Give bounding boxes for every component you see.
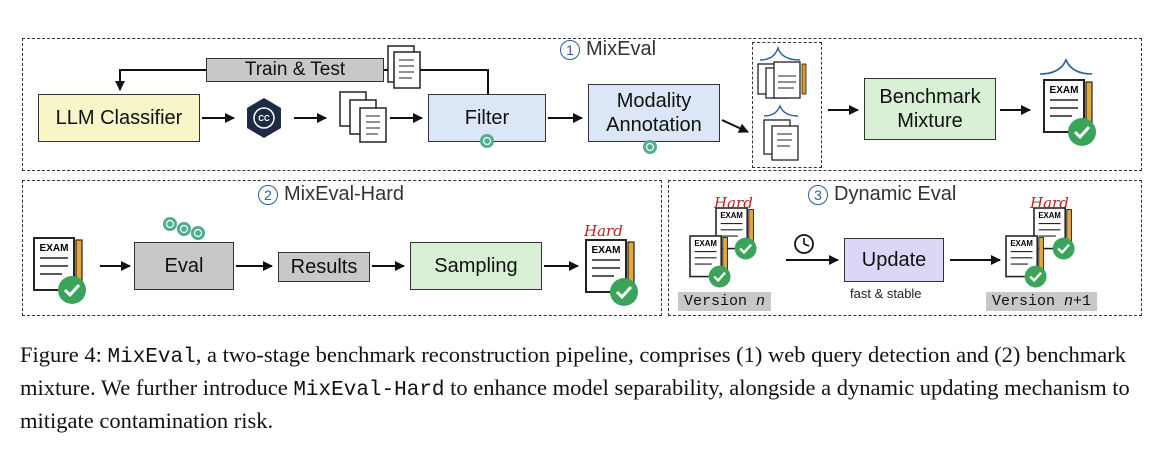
version-n-prefix: Version xyxy=(684,293,757,310)
version-n1-suffix: +1 xyxy=(1073,293,1092,310)
section-number-3: 3 xyxy=(808,184,828,205)
exam-icon-version-n1-front: EXAM xyxy=(1005,235,1047,288)
exam-icon-hard-output-check-icon xyxy=(610,278,638,306)
section-number-1: 1 xyxy=(560,39,580,60)
caption-text-2: to enhance model separability, alongside… xyxy=(20,375,1130,433)
exam-icon-hard-output: EXAM xyxy=(585,239,638,306)
fast-stable-label: fast & stable xyxy=(850,286,922,301)
exam-icon-version-n-front: EXAM xyxy=(689,235,731,288)
mixeval-hard-title-text: MixEval-Hard xyxy=(284,183,405,205)
caption-figure-label: Figure 4: xyxy=(20,342,108,367)
eval-node: Eval xyxy=(134,242,234,290)
version-n-tag: Version n xyxy=(678,292,772,311)
exam-icon-version-n1-front-check-icon xyxy=(1024,265,1047,288)
exam-icon-version-n-front-check-icon xyxy=(708,265,731,288)
train-test-label: Train & Test xyxy=(206,58,384,82)
dynamic-eval-title: 3 Dynamic Eval xyxy=(808,183,956,206)
llm-classifier-node: LLM Classifier xyxy=(38,94,200,142)
mixeval-hard-frame xyxy=(22,180,662,316)
exam-icon-version-n1-back: EXAM xyxy=(1033,207,1075,260)
hard-label-version-n1: Hard xyxy=(1030,194,1069,212)
exam-icon-mixture-output-label: EXAM xyxy=(1050,85,1079,96)
mixeval-frame xyxy=(22,38,1142,171)
mixeval-title-text: MixEval xyxy=(586,38,657,60)
exam-icon-mixture-output-check-icon xyxy=(1068,118,1096,146)
results-node: Results xyxy=(278,252,370,282)
dynamic-eval-title-text: Dynamic Eval xyxy=(834,183,957,205)
exam-icon-mixeval-input-label: EXAM xyxy=(40,243,69,254)
sampling-node: Sampling xyxy=(410,242,542,290)
version-n1-tag: Version n+1 xyxy=(986,292,1098,311)
benchmark-mixture-node: Benchmark Mixture xyxy=(864,78,996,140)
exam-icon-mixture-output: EXAM xyxy=(1043,79,1096,146)
version-n-var: n xyxy=(756,293,766,310)
mixeval-title: 1 MixEval xyxy=(560,38,656,61)
hard-label-version-n: Hard xyxy=(714,194,753,212)
exam-icon-version-n-back-check-icon xyxy=(734,237,757,260)
exam-icon-version-n-front-label: EXAM xyxy=(694,239,717,248)
exam-icon-version-n1-front-label: EXAM xyxy=(1010,239,1033,248)
exam-icon-version-n1-back-check-icon xyxy=(1052,237,1075,260)
caption-code-mixeval: MixEval xyxy=(107,346,196,369)
mixeval-hard-title: 2 MixEval-Hard xyxy=(258,183,404,206)
exam-icon-mixeval-input-check-icon xyxy=(58,276,86,304)
exam-icon-version-n-back-label: EXAM xyxy=(720,211,743,220)
version-n1-prefix: Version xyxy=(992,293,1065,310)
exam-icon-version-n-back: EXAM xyxy=(715,207,757,260)
section-number-2: 2 xyxy=(258,184,278,205)
hard-label: Hard xyxy=(584,222,623,240)
exam-icon-mixeval-input: EXAM xyxy=(33,237,86,304)
figure-caption: Figure 4: MixEval, a two-stage benchmark… xyxy=(20,340,1150,436)
modality-annotation-node: Modality Annotation xyxy=(588,84,720,142)
caption-text-1: , a two-stage benchmark reconstruction p… xyxy=(20,342,1127,400)
dynamic-eval-frame xyxy=(668,180,1142,316)
arrow-modality-to-pool xyxy=(721,119,749,133)
exam-icon-version-n1-back-label: EXAM xyxy=(1038,211,1061,220)
version-n1-var: n xyxy=(1064,293,1074,310)
caption-code-mixeval-hard: MixEval-Hard xyxy=(293,379,445,402)
update-node: Update xyxy=(844,238,944,282)
exam-icon-hard-output-label: EXAM xyxy=(592,245,621,256)
